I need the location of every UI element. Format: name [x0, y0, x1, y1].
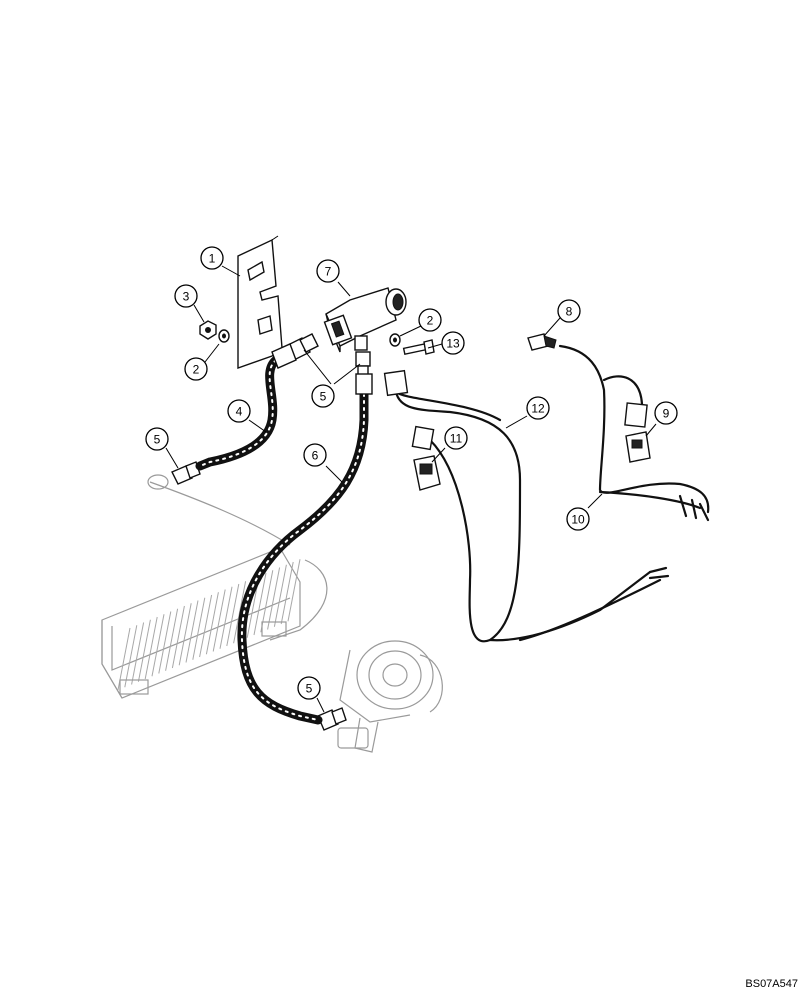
bracket — [237, 235, 283, 369]
callout-label: 5 — [306, 682, 313, 696]
hose-long — [237, 373, 373, 725]
callout-label: 10 — [571, 513, 585, 527]
radiator-fin — [253, 572, 267, 636]
radiator-fin — [131, 622, 145, 685]
radiator-fin — [212, 589, 226, 652]
radiator-fin — [267, 567, 281, 630]
radiator-fin — [137, 619, 151, 682]
callout-label: 9 — [663, 407, 670, 421]
callout-5c: 5 — [297, 676, 321, 700]
nut — [199, 320, 217, 340]
radiator-fin — [158, 611, 172, 674]
callout-5a: 5 — [311, 384, 335, 408]
radiator-fin — [151, 614, 165, 677]
callout-11: 11 — [444, 426, 468, 450]
radiator-fin — [178, 603, 192, 666]
washer-right — [389, 333, 401, 347]
callout-3: 3 — [174, 284, 198, 308]
fitting-lower — [317, 707, 347, 731]
callout-circle — [200, 246, 224, 270]
radiator-fin — [205, 592, 219, 655]
radiator-fin — [280, 561, 294, 625]
harness-branch — [558, 344, 710, 522]
callout-circle — [311, 384, 335, 408]
drawing-number: BS07A547 — [745, 978, 798, 990]
radiator-ghost — [101, 474, 328, 699]
leader-lines — [165, 265, 657, 713]
sensor — [527, 333, 557, 351]
callout-circle — [145, 427, 169, 451]
compressor-ghost — [337, 640, 443, 753]
connector — [625, 431, 651, 463]
callout-label: 6 — [312, 449, 319, 463]
callout-label: 11 — [450, 432, 463, 446]
callout-circle — [184, 357, 208, 381]
callout-circle — [174, 284, 198, 308]
callout-label: 5 — [320, 390, 327, 404]
hose-short — [195, 343, 297, 471]
callout-circle — [654, 401, 678, 425]
fitting-upper-center — [355, 351, 371, 377]
radiator-fin — [199, 594, 213, 658]
solenoid-valve — [323, 287, 407, 353]
radiator-fin — [144, 616, 158, 680]
radiator-fin — [185, 600, 199, 663]
callout-circle — [227, 399, 251, 423]
callout-label: 1 — [209, 252, 216, 266]
callout-label: 2 — [427, 314, 434, 328]
callout-2a: 2 — [184, 357, 208, 381]
callout-circle — [557, 299, 581, 323]
bolt — [402, 339, 435, 356]
callout-circle — [418, 308, 442, 332]
callout-circle — [526, 396, 550, 420]
callout-label: 4 — [236, 405, 243, 419]
washer-left — [218, 329, 230, 343]
radiator-fin — [287, 559, 301, 622]
callout-label: 5 — [154, 433, 161, 447]
callout-label: 2 — [193, 363, 200, 377]
callout-9: 9 — [654, 401, 678, 425]
callout-label: 3 — [183, 290, 190, 304]
callout-13: 13 — [441, 331, 465, 355]
callout-2b: 2 — [418, 308, 442, 332]
callout-circle — [303, 443, 327, 467]
radiator-fin — [226, 583, 240, 647]
radiator-fin — [124, 625, 138, 688]
callout-label: 12 — [531, 402, 545, 416]
radiator-fin — [192, 597, 206, 660]
callout-1: 1 — [200, 246, 224, 270]
callout-circle — [566, 507, 590, 531]
radiator-fin — [273, 564, 287, 627]
callout-7: 7 — [316, 259, 340, 283]
callout-6: 6 — [303, 443, 327, 467]
callout-circle — [316, 259, 340, 283]
harness-main — [383, 369, 670, 643]
radiator-fin — [171, 605, 185, 669]
callout-circle — [441, 331, 465, 355]
callout-4: 4 — [227, 399, 251, 423]
callout-10: 10 — [566, 507, 590, 531]
callout-5b: 5 — [145, 427, 169, 451]
callout-circle — [297, 676, 321, 700]
callout-label: 8 — [566, 305, 573, 319]
callout-8: 8 — [557, 299, 581, 323]
callout-circle — [444, 426, 468, 450]
callout-label: 7 — [325, 265, 332, 279]
callout-12: 12 — [526, 396, 550, 420]
radiator-fin — [219, 586, 233, 649]
callout-label: 13 — [446, 337, 460, 351]
radiator-fin — [165, 608, 179, 671]
